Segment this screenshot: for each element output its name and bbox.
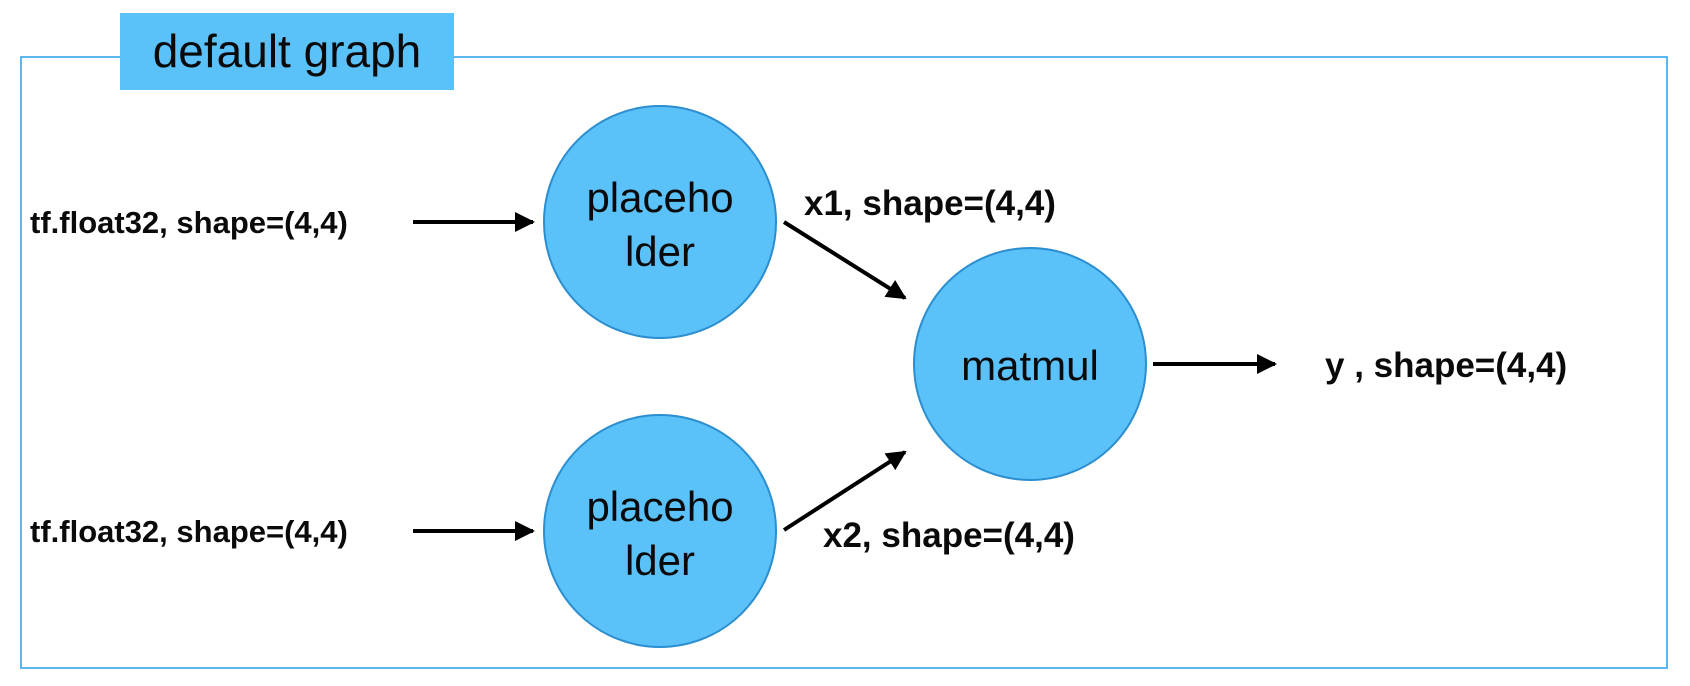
placeholder-node-bottom-label-line2: lder	[625, 537, 695, 584]
graph-frame	[20, 56, 1668, 669]
placeholder-node-top: placeho lder	[543, 105, 777, 339]
placeholder-node-bottom-circle	[543, 414, 777, 648]
placeholder-node-bottom: placeho lder	[543, 414, 777, 648]
placeholder-node-top-label-line1: placeho	[586, 174, 733, 221]
matmul-node-label: matmul	[961, 342, 1099, 389]
placeholder-node-bottom-label-line1: placeho	[586, 483, 733, 530]
edge-label-x2: x2, shape=(4,4)	[823, 516, 1075, 555]
graph-title: default graph	[120, 13, 454, 90]
output-label-y: y , shape=(4,4)	[1325, 346, 1567, 385]
input-label-top: tf.float32, shape=(4,4)	[30, 205, 348, 240]
matmul-node: matmul	[913, 247, 1147, 481]
placeholder-node-top-circle	[543, 105, 777, 339]
edge-arrow-x1	[782, 220, 907, 300]
placeholder-node-top-label-line2: lder	[625, 228, 695, 275]
edge-label-x1: x1, shape=(4,4)	[804, 184, 1056, 223]
edge-arrow-x2	[782, 450, 907, 532]
input-label-bottom: tf.float32, shape=(4,4)	[30, 514, 348, 549]
matmul-node-circle	[913, 247, 1147, 481]
